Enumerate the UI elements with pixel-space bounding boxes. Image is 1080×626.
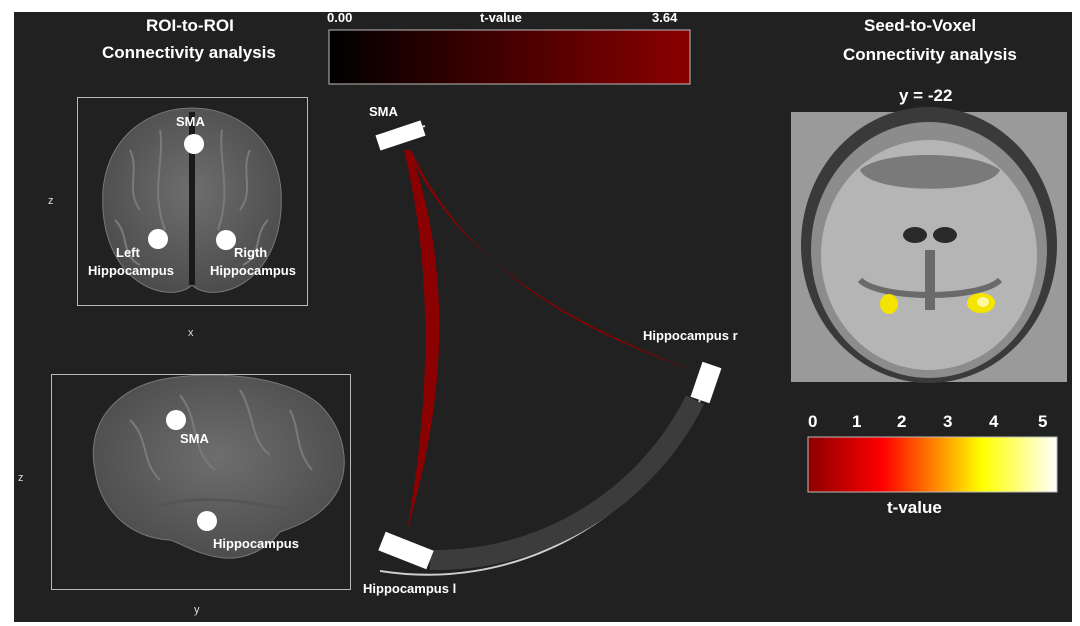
axial-z-axis-label: z: [48, 195, 54, 207]
sagittal-y-axis-label: y: [194, 604, 200, 616]
seed-colorbar-tick-4: 4: [989, 412, 999, 431]
slice-label: y = -22: [899, 86, 953, 105]
sagittal-brain-box: [51, 374, 351, 590]
sagittal-hippocampus-node: [197, 511, 217, 531]
sagittal-sma-node: [166, 410, 186, 430]
node-label-hippocampus-r: Hippocampus r: [643, 328, 738, 343]
seed-colorbar: [807, 436, 1058, 493]
node-label-hippocampus-l: Hippocampus l: [363, 581, 457, 596]
sagittal-label-hippocampus: Hippocampus: [213, 536, 299, 551]
axial-label-left-2: Hippocampus: [88, 263, 174, 278]
node-label-sma: SMA: [369, 104, 398, 119]
axial-label-sma: SMA: [176, 114, 205, 129]
seed-colorbar-title: t-value: [887, 498, 942, 517]
seed-colorbar-tick-5: 5: [1038, 412, 1048, 431]
roi-title-line1: ROI-to-ROI: [146, 16, 234, 35]
axial-left-hippocampus-node: [148, 229, 168, 249]
axial-label-left-1: Left: [116, 245, 140, 260]
sagittal-brain-shape: [92, 374, 345, 559]
center-colorbar: [328, 29, 691, 85]
seed-title-line1: Seed-to-Voxel: [864, 16, 977, 35]
seed-colorbar-tick-2: 2: [897, 412, 907, 431]
seed-colorbar-tick-1: 1: [852, 412, 862, 431]
sagittal-z-axis-label: z: [18, 472, 24, 484]
axial-x-axis-label: x: [188, 327, 194, 339]
axial-brain-shape: [102, 107, 282, 293]
link-sma-hippocampus-l: [404, 150, 440, 530]
seed-title-line2: Connectivity analysis: [843, 45, 1017, 64]
sagittal-label-sma: SMA: [180, 431, 209, 446]
axial-right-hippocampus-node: [216, 230, 236, 250]
seed-colorbar-tick-3: 3: [943, 412, 953, 431]
center-colorbar-min: 0.00: [327, 10, 353, 25]
center-colorbar-max: 3.64: [652, 10, 678, 25]
roi-title-line2: Connectivity analysis: [102, 43, 276, 62]
axial-label-right-1: Rigth: [234, 245, 268, 260]
axial-label-right-2: Hippocampus: [210, 263, 296, 278]
seed-colorbar-tick-0: 0: [808, 412, 818, 431]
axial-brain-box: [77, 97, 308, 306]
center-colorbar-title: t-value: [480, 10, 522, 25]
axial-sma-node: [184, 134, 204, 154]
